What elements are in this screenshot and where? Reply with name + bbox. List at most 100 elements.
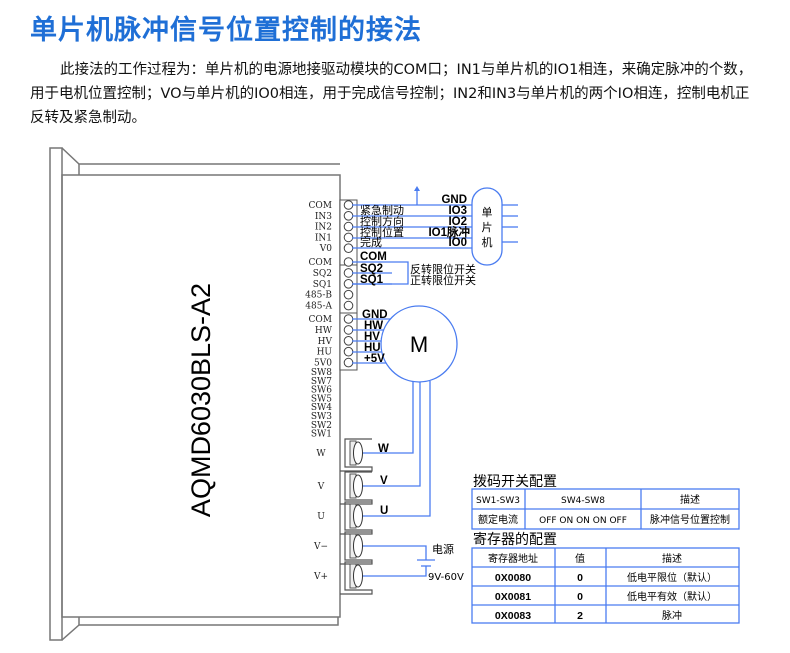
terminal-screw (343, 268, 354, 278)
terminal-label: SW4 (311, 403, 332, 413)
terminal-label: COM (309, 201, 332, 211)
mcu-char: 机 (482, 235, 493, 249)
limit-label: SQ1 (360, 274, 384, 286)
terminal-label: IN2 (315, 223, 332, 233)
power-terminal-label: W (316, 449, 326, 459)
terminal-label: V0 (319, 244, 332, 254)
reg-cell: 低电平有效（默认） (627, 590, 717, 603)
terminal-label: HU (317, 348, 333, 358)
power-terminal-label: V− (313, 542, 328, 552)
terminal-screw (343, 200, 354, 210)
terminal-label: 5V0 (314, 359, 332, 369)
terminal-label: SQ2 (313, 269, 332, 279)
function-label: 紧急制动 (360, 203, 404, 217)
reg-header: 值 (575, 552, 585, 565)
phase-label: V (380, 475, 388, 487)
reg-header: 寄存器地址 (488, 552, 538, 565)
terminal-label: SW6 (311, 386, 332, 396)
mcu-pin: IO1脉冲 (428, 225, 470, 239)
description-paragraph: 此接法的工作过程为：单片机的电源地接驱动模块的COM口；IN1与单片机的IO1相… (30, 62, 753, 126)
arrow-up-icon (414, 186, 420, 191)
terminal-screw (343, 211, 354, 221)
power-range: 9V-60V (428, 572, 464, 583)
terminal-label: SW8 (311, 368, 332, 378)
reg-table (471, 547, 740, 624)
reg-header: 描述 (662, 552, 682, 565)
function-label: 控制方向 (360, 214, 404, 228)
driver-body (49, 147, 341, 641)
wires (352, 187, 518, 577)
reg-table-title: 寄存器的配置 (473, 531, 557, 548)
terminal-label: 485-A (305, 302, 332, 312)
limit-label: SQ2 (360, 263, 383, 275)
terminal-screw (343, 289, 354, 300)
mcu-char: 片 (482, 221, 493, 234)
terminal-screw (343, 257, 354, 267)
hall-label: GND (362, 309, 388, 321)
reg-cell: 0X0083 (495, 610, 531, 622)
mcu-pin: GND (441, 194, 467, 206)
motor-label: M (410, 332, 428, 357)
terminal-label: IN1 (315, 233, 332, 243)
hall-label: HW (364, 320, 383, 332)
terminal-screw (343, 221, 354, 232)
mcu-pin: IO0 (448, 237, 467, 249)
terminal-label: SW3 (311, 412, 332, 422)
page-title: 单片机脉冲信号位置控制的接法 (30, 15, 422, 46)
reg-cell: 低电平限位（默认） (627, 571, 717, 584)
dip-cell: 脉冲信号位置控制 (650, 513, 730, 526)
power-connectors (340, 438, 373, 595)
dip-table-title: 拨码开关配置 (473, 474, 557, 490)
terminal-label: SQ1 (313, 280, 332, 290)
terminal-label: 485-B (305, 291, 332, 301)
dip-cell: OFF ON ON ON OFF (539, 516, 627, 526)
phase-label: W (378, 443, 389, 455)
terminal-screw (343, 232, 354, 243)
terminal-screw (343, 314, 354, 324)
hall-label: HU (364, 342, 381, 354)
power-connector (340, 501, 373, 535)
hall-label: HV (364, 331, 380, 343)
reg-cell: 0X0080 (495, 572, 531, 584)
terminal-label: SW1 (311, 430, 332, 440)
function-label: 控制位置 (360, 225, 404, 239)
terminal-screw (343, 325, 354, 335)
power-connector (340, 561, 373, 595)
phase-label: U (380, 505, 388, 517)
power-connector (340, 471, 373, 505)
terminal-label: SW2 (311, 421, 332, 431)
limit-desc: 正转限位开关 (410, 273, 476, 287)
power-connector (340, 438, 373, 472)
terminal-label: HW (315, 326, 333, 336)
limit-label: COM (360, 251, 387, 263)
terminal-label: SW7 (311, 377, 332, 387)
dip-header: SW1-SW3 (476, 496, 520, 506)
power-terminal-label: V (317, 482, 325, 492)
terminal-screw (343, 336, 354, 346)
mcu-pin: IO3 (448, 205, 467, 217)
reg-cell: 0 (577, 591, 583, 603)
dip-table (471, 488, 740, 530)
mcu-char: 单 (482, 206, 493, 219)
terminal-label: COM (309, 315, 332, 325)
terminal-screw (343, 243, 354, 253)
function-label: 完成 (360, 235, 382, 249)
reg-cell: 2 (577, 610, 583, 622)
mcu-pin: IO2 (448, 216, 467, 228)
dip-header: SW4-SW8 (561, 496, 605, 506)
power-connector (340, 531, 373, 565)
driver-model: AQMD6030BLS-A2 (186, 283, 216, 517)
mcu-label: 单 片 机 (482, 206, 493, 249)
terminal-label: IN3 (315, 212, 332, 222)
power-label: 电源 (432, 542, 454, 556)
power-terminal-label: V+ (313, 572, 328, 582)
limit-desc: 反转限位开关 (410, 262, 476, 276)
terminal-screw (343, 357, 354, 368)
terminal-screw (343, 346, 354, 357)
reg-cell: 脉冲 (662, 609, 682, 622)
dip-header: 描述 (680, 493, 700, 506)
terminal-label: SW5 (311, 394, 332, 404)
dip-cell: 额定电流 (478, 513, 518, 526)
terminal-label: HV (318, 337, 333, 347)
